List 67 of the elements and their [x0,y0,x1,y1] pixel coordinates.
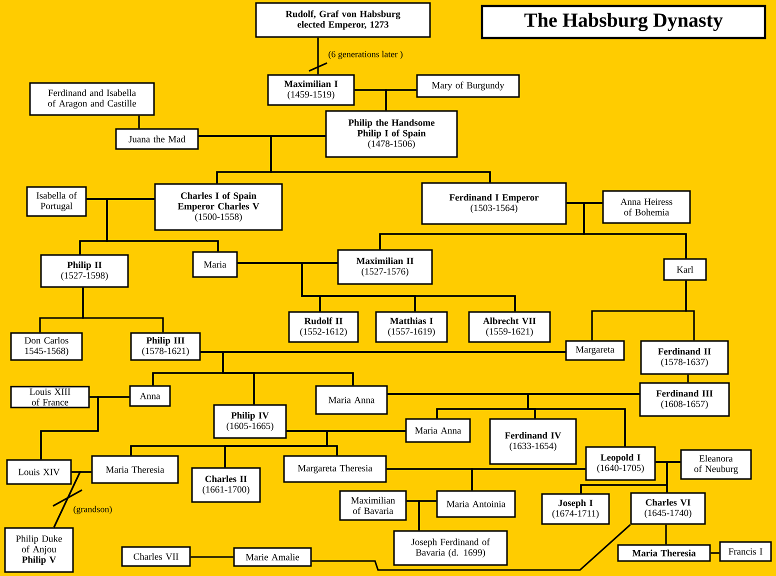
person-box: Charles VII [121,546,191,567]
person-box: Anna [129,385,171,407]
person-box: Isabella of Portugal [26,186,87,217]
lineage-line [385,89,416,110]
person-box: Maximilian of Bavaria [339,490,407,521]
person-box: Maximilian I (1459-1519) [267,74,355,106]
person-box: Maria Theresia [617,544,711,562]
person-box: Charles II (1661-1700) [191,467,261,503]
lineage-line [687,374,689,382]
person-box: Louis XIV [6,459,72,485]
person-box: Charles I of Spain Emperor Charles V (1500-1558) [154,183,283,231]
lineage-line [418,500,436,530]
person-box: Ferdinand and Isabella of Aragon and Castille [29,82,155,116]
person-box: Anna Heiress of Bohemia [602,190,691,224]
lineage-line [190,556,234,558]
lineage-line [685,280,695,340]
person-box: Ferdinand I Emperor (1503-1564) [421,182,567,225]
person-box: Francis I [719,541,772,562]
person-box: Louis XIII of France [10,386,90,408]
person-box: Ferdinand II (1578-1637) [640,340,729,375]
person-box: Leopold I (1640-1705) [585,446,656,481]
lineage-line [710,552,720,554]
person-box: Mary of Burgundy [416,74,520,98]
lineage-line [82,288,164,332]
person-box: Maria Anna [405,418,471,443]
person-box: Rudolf, Graf von Habsburg elected Emperor, 1273 [255,2,431,38]
person-box: Philip the Handsome Philip I of Spain (1478-1506) [325,110,458,158]
person-box: Joseph I (1674-1711) [541,493,610,525]
lineage-line [326,430,406,456]
person-box: Matthias I (1557-1619) [375,311,448,343]
person-box: Philip II (1527-1598) [40,254,129,288]
lineage-line [222,351,566,386]
person-box: Ferdinand IV (1633-1654) [489,418,577,465]
title: The Habsburg Dynasty [480,4,766,40]
person-box: Maximilian II (1527-1576) [337,249,433,285]
person-box: Joseph Ferdinand of Bavaria (d. 1699) [393,530,508,566]
person-box: Maria Theresia [91,455,179,484]
person-box: Maria [192,251,238,278]
person-box: Ferdinand III (1608-1657) [639,382,730,417]
person-box: Marie Amalie [233,547,312,567]
person-box: Philip Duke of Anjou Philip V [4,527,74,573]
lineage-line [471,468,586,490]
person-box: Karl [663,258,707,281]
person-box: Margareta [565,340,625,361]
person-box: Margareta Theresia [283,455,387,483]
lineage-line [53,471,92,528]
person-box: Charles VI (1645-1740) [630,492,706,525]
person-box: Philip IV (1605-1665) [213,404,287,439]
lineage-line [312,524,631,571]
person-box: Eleanora of Neuburg [680,449,752,480]
lineage-line [40,396,130,460]
lineage-line [527,393,640,446]
person-box: Maria Anna [315,385,388,415]
person-box: Rudolf II (1552-1612) [288,311,359,343]
lineage-line [665,524,667,544]
person-box: Philip III (1578-1621) [130,332,201,361]
edge-label: (6 generations later ) [327,50,404,60]
lineage-line [301,262,516,312]
person-box: Albrecht VII (1559-1621) [468,311,551,343]
person-box: Juana the Mad [115,128,199,150]
lineage-line [270,135,491,182]
lineage-line [317,38,319,74]
person-box: Don Carlos 1545-1568) [10,332,83,361]
edge-label: (grandson) [72,504,114,516]
lineage-line [138,116,140,128]
person-box: Maria Antoinia [436,490,516,518]
lineage-line [666,461,680,492]
